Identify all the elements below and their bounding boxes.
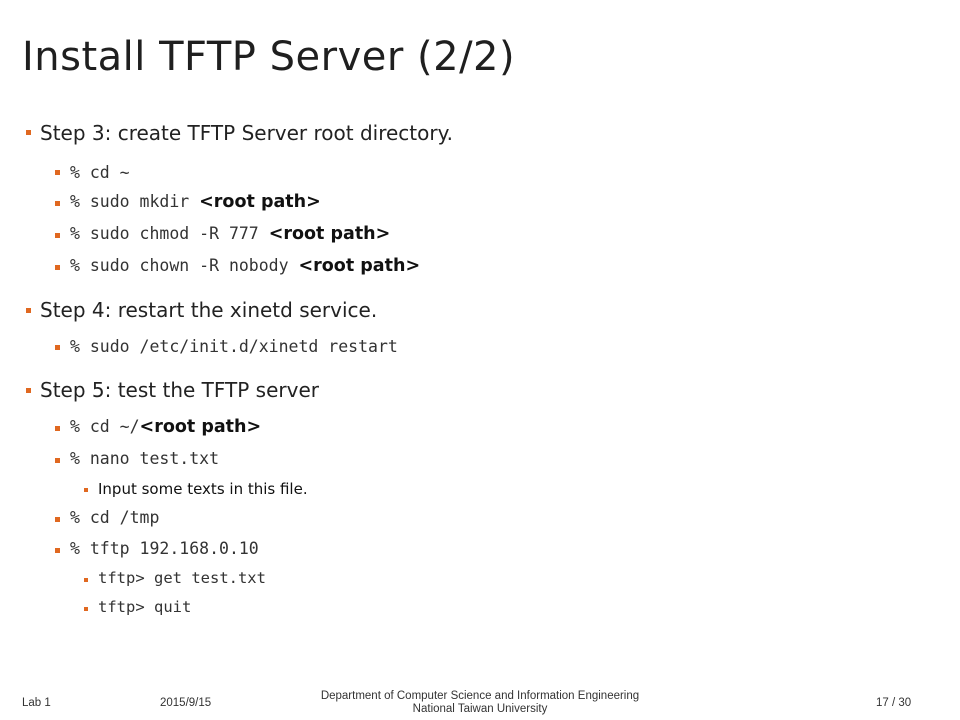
footer-date: 2015/9/15: [160, 697, 212, 709]
bullet-icon: [55, 170, 60, 175]
command-text: % cd ~/: [70, 417, 140, 436]
bullet-icon: [55, 345, 60, 350]
bullet-icon: [26, 130, 31, 135]
command-text: % cd ~: [70, 163, 130, 182]
sub-command: tftp> quit: [98, 598, 192, 616]
step-5-label: Step 5: test the TFTP server: [40, 378, 319, 402]
slide-content: Step 3: create TFTP Server root director…: [26, 121, 453, 616]
footer-dept-line2: National Taiwan University: [412, 703, 548, 715]
footer-department: Department of Computer Science and Infor…: [300, 690, 660, 716]
bullet-icon: [26, 388, 31, 393]
bullet-icon: [55, 458, 60, 463]
root-path-placeholder: <root path>: [298, 256, 421, 276]
slide-footer: Lab 1 2015/9/15 Department of Computer S…: [0, 686, 960, 720]
bullet-icon: [55, 517, 60, 522]
command-text: % sudo mkdir: [70, 192, 200, 211]
root-path-placeholder: <root path>: [199, 192, 321, 212]
root-path-placeholder: <root path>: [268, 224, 391, 244]
command-line: % cd ~: [70, 163, 130, 182]
bullet-icon: [55, 548, 60, 553]
command-line: % sudo chmod -R 777 <root path>: [70, 224, 390, 244]
command-text: % tftp 192.168.0.10: [70, 539, 259, 558]
footer-dept-line1: Department of Computer Science and Infor…: [320, 690, 640, 702]
bullet-icon: [55, 233, 60, 238]
command-text: % sudo chown -R nobody: [70, 256, 299, 275]
root-path-placeholder: <root path>: [139, 417, 262, 437]
command-line: % sudo chown -R nobody <root path>: [70, 256, 420, 276]
command-line: % cd ~/<root path>: [70, 417, 261, 437]
command-text: % sudo chmod -R 777: [70, 224, 269, 243]
footer-page-number: 17 / 30: [876, 697, 912, 709]
footer-lab: Lab 1: [22, 697, 51, 709]
bullet-icon: [84, 607, 88, 611]
step-4-label: Step 4: restart the xinetd service.: [40, 298, 378, 322]
command-line: % sudo mkdir <root path>: [70, 192, 321, 212]
command-line: % sudo /etc/init.d/xinetd restart: [70, 337, 398, 356]
bullet-icon: [26, 308, 31, 313]
command-text: % cd /tmp: [70, 508, 160, 527]
slide-title: Install TFTP Server (2/2): [22, 34, 516, 80]
sub-command: tftp> get test.txt: [98, 569, 266, 587]
command-text: % nano test.txt: [70, 449, 220, 468]
sub-note: Input some texts in this file.: [98, 480, 308, 498]
bullet-icon: [84, 488, 88, 492]
command-text: % sudo /etc/init.d/xinetd restart: [70, 337, 398, 356]
command-line: % tftp 192.168.0.10: [70, 539, 259, 558]
step-3-label: Step 3: create TFTP Server root director…: [40, 121, 453, 145]
bullet-icon: [55, 265, 60, 270]
command-line: % cd /tmp: [70, 508, 159, 527]
bullet-icon: [55, 201, 60, 206]
bullet-icon: [55, 426, 60, 431]
command-line: % nano test.txt: [70, 449, 219, 468]
bullet-icon: [84, 578, 88, 582]
